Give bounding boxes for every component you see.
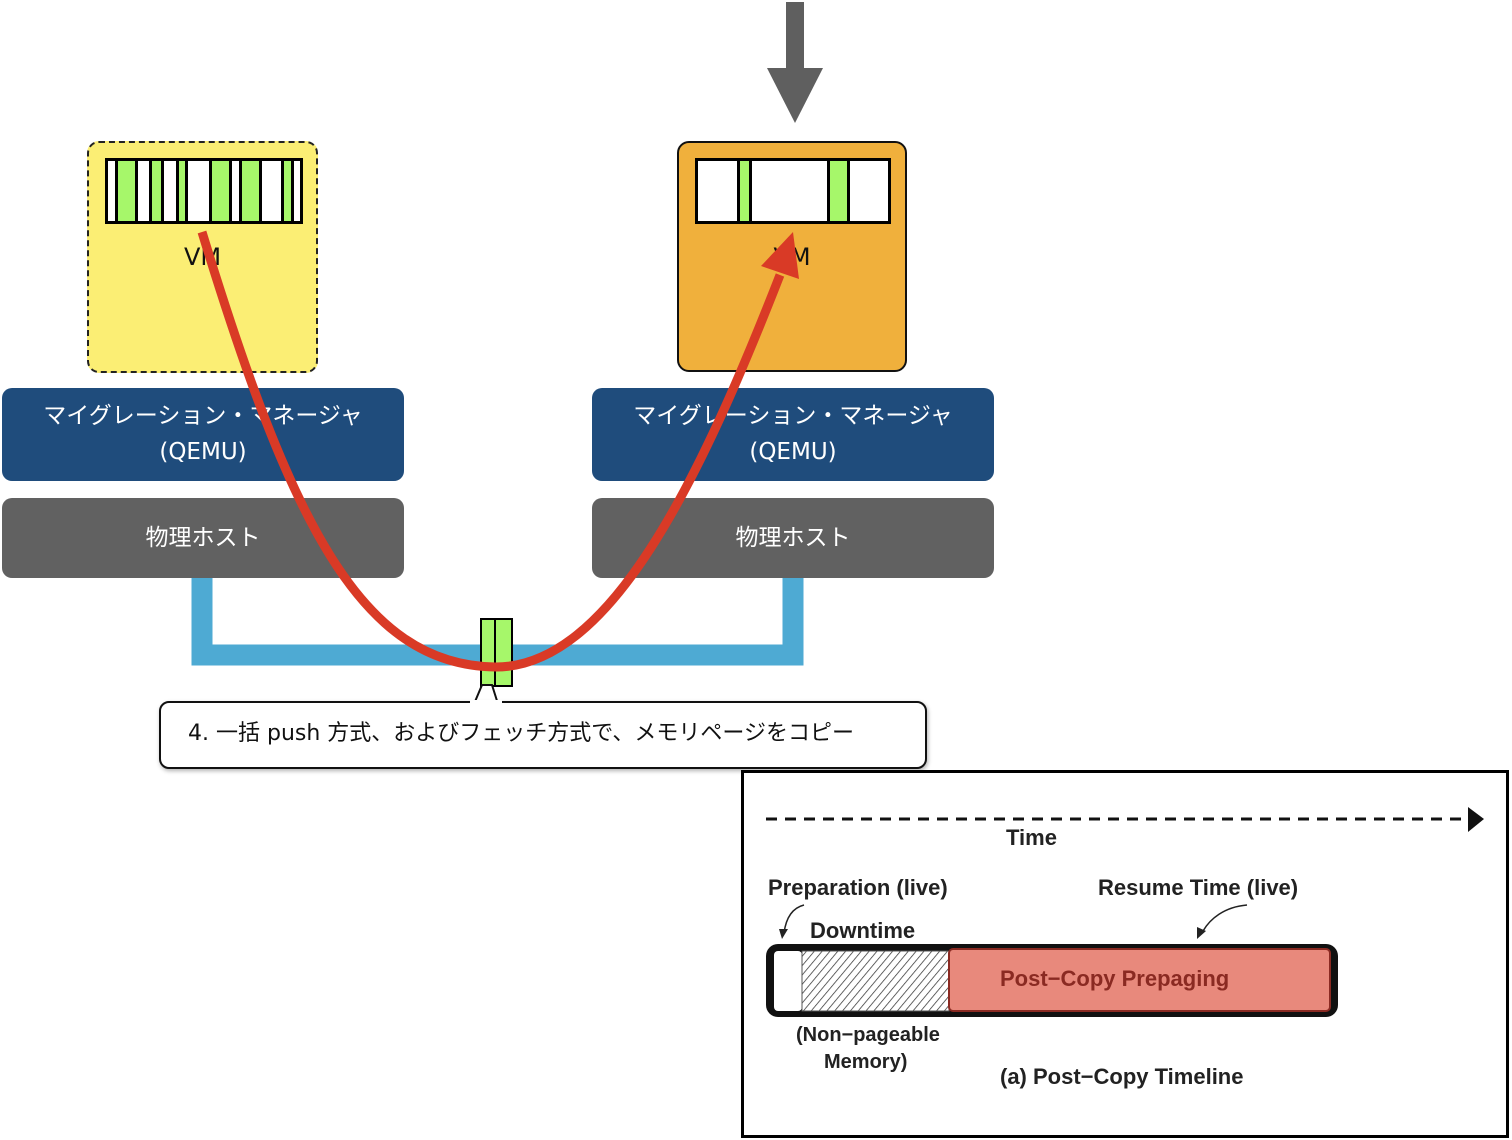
memory-page-dirty [740, 161, 752, 221]
source-manager-name: マイグレーション・マネージャ [43, 403, 363, 429]
nonpageable-label-line1: (Non−pageable [796, 1024, 940, 1046]
downtime-segment [801, 950, 950, 1012]
nonpageable-label-line2: Memory) [824, 1051, 908, 1073]
prepaging-label: Post−Copy Prepaging [1000, 966, 1230, 991]
memory-page-clean [138, 161, 152, 221]
memory-page-dirty [179, 161, 188, 221]
prepaging-segment [948, 948, 1331, 1012]
post-copy-timeline-figure: Time Preparation (live) Downtime Resume … [741, 770, 1509, 1138]
downtime-label: Downtime [810, 918, 916, 943]
destination-memory-pages [695, 158, 891, 224]
preparation-label: Preparation (live) [768, 875, 948, 900]
memory-page-clean [232, 161, 242, 221]
resume-time-label: Resume Time (live) [1098, 875, 1299, 900]
memory-page-dirty [242, 161, 262, 221]
source-manager-sub: (QEMU) [159, 439, 247, 465]
figure-caption: (a) Post−Copy Timeline [1000, 1064, 1244, 1089]
memory-page-clean [164, 161, 179, 221]
memory-page-dirty [830, 161, 850, 221]
memory-page-clean [850, 161, 888, 221]
destination-manager-name: マイグレーション・マネージャ [633, 403, 953, 429]
memory-page-dirty [118, 161, 138, 221]
memory-page-clean [752, 161, 830, 221]
memory-page-clean [262, 161, 284, 221]
step-callout: 4. 一括 push 方式、およびフェッチ方式で、メモリページをコピー [159, 701, 927, 769]
incoming-arrow-icon [767, 2, 823, 123]
source-vm: VM [87, 141, 318, 373]
destination-migration-manager: マイグレーション・マネージャ (QEMU) [592, 388, 994, 481]
callout-pointer-mask [470, 700, 502, 705]
time-axis-label: Time [1006, 825, 1057, 850]
memory-page-clean [188, 161, 212, 221]
memory-page-dirty [152, 161, 164, 221]
memory-page-dirty [284, 161, 294, 221]
memory-page-clean [294, 161, 300, 221]
destination-manager-sub: (QEMU) [749, 439, 837, 465]
resume-pointer [1202, 904, 1248, 932]
source-migration-manager: マイグレーション・マネージャ (QEMU) [2, 388, 404, 481]
transfer-arrow-curve [197, 230, 785, 672]
source-memory-pages [105, 158, 303, 224]
memory-page-clean [108, 161, 118, 221]
transfer-arrow-head [761, 232, 799, 279]
time-axis [766, 807, 1484, 1017]
time-axis-arrowhead [1468, 807, 1484, 832]
preparation-segment [774, 951, 802, 1011]
memory-page-clean [698, 161, 740, 221]
preparation-pointer [783, 904, 805, 934]
memory-page-dirty [212, 161, 232, 221]
